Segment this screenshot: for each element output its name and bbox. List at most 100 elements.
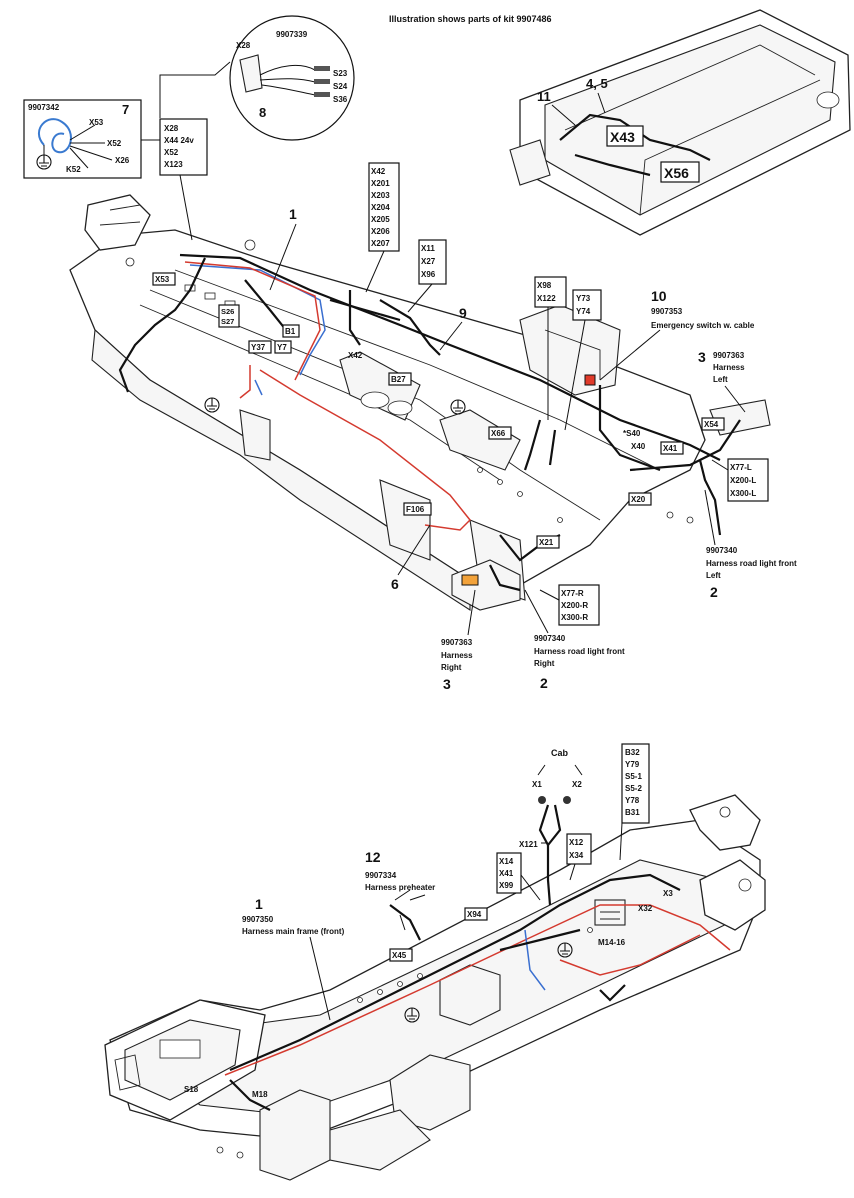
inset8-s24: S24 <box>333 82 348 91</box>
callout-3-right-pos: 3 <box>443 676 451 692</box>
svg-text:B27: B27 <box>391 375 406 384</box>
svg-text:Y78: Y78 <box>625 796 640 805</box>
callout-2-right-desc: Harness road light front <box>534 647 625 656</box>
callout-1-lower-kit: 9907350 <box>242 915 274 924</box>
svg-text:X44 24v: X44 24v <box>164 136 194 145</box>
inset7-x52: X52 <box>107 139 122 148</box>
callout-12-desc: Harness preheater <box>365 883 435 892</box>
svg-text:X98: X98 <box>537 281 552 290</box>
svg-text:S27: S27 <box>221 317 234 326</box>
svg-text:X52: X52 <box>164 148 179 157</box>
svg-text:X41: X41 <box>499 869 514 878</box>
svg-text:Y37: Y37 <box>251 343 266 352</box>
cab-x2: X2 <box>572 780 582 789</box>
svg-text:X14: X14 <box>499 857 514 866</box>
callout-1-lower-desc: Harness main frame (front) <box>242 927 345 936</box>
svg-text:X77-R: X77-R <box>561 589 584 598</box>
svg-text:Y79: Y79 <box>625 760 640 769</box>
svg-text:X53: X53 <box>155 275 170 284</box>
label-group-x77r: X77-R X200-R X300-R <box>539 584 600 626</box>
inset8-pos: 8 <box>259 105 266 120</box>
svg-text:S5-1: S5-1 <box>625 772 642 781</box>
callout-6: 6 <box>391 576 399 592</box>
callout-2-left-pos: 2 <box>710 584 718 600</box>
cab-x1: X1 <box>532 780 542 789</box>
svg-text:*S40: *S40 <box>623 429 641 438</box>
svg-text:X204: X204 <box>371 203 390 212</box>
inset8-s36: S36 <box>333 95 348 104</box>
svg-text:X21: X21 <box>539 538 554 547</box>
svg-text:X77-L: X77-L <box>730 463 752 472</box>
svg-text:B31: B31 <box>625 808 640 817</box>
inset8-s23: S23 <box>333 69 348 78</box>
svg-text:M14-16: M14-16 <box>598 938 626 947</box>
lower-connector-labels: X94 X45 X3 X32 M14-16 M18 S18 <box>184 889 673 1099</box>
svg-text:X200-R: X200-R <box>561 601 588 610</box>
svg-text:Y74: Y74 <box>576 307 591 316</box>
svg-text:M18: M18 <box>252 1090 268 1099</box>
callout-1-lower-pos: 1 <box>255 896 263 912</box>
label-group-y73: Y73 Y74 <box>564 289 602 431</box>
label-group-x14: X14 X41 X99 <box>496 852 541 901</box>
svg-text:S5-2: S5-2 <box>625 784 642 793</box>
kit-inset-7: 9907342 7 X53 X52 X26 K52 <box>23 99 142 179</box>
svg-text:X32: X32 <box>638 904 653 913</box>
tank-pos-45: 4, 5 <box>586 76 608 91</box>
svg-text:F106: F106 <box>406 505 425 514</box>
inset7-k52: K52 <box>66 165 81 174</box>
callout-3-right-kit: 9907363 <box>441 638 473 647</box>
svg-text:S26: S26 <box>221 307 234 316</box>
callout-3-left-pos: 3 <box>698 349 706 365</box>
cab-connector: Cab X1 X2 X121 <box>519 748 583 849</box>
svg-text:X28: X28 <box>164 124 179 133</box>
cab-x121: X121 <box>519 840 538 849</box>
callout-10-kit: 9907353 <box>651 307 683 316</box>
label-group-x77l: X77-L X200-L X300-L <box>711 458 769 502</box>
callout-1-upper: 1 <box>289 206 297 222</box>
inset8-kit: 9907339 <box>276 30 308 39</box>
svg-text:X206: X206 <box>371 227 390 236</box>
upper-callouts: 1 9 6 10 9907353 Emergency switch w. cab… <box>269 206 797 692</box>
callout-3-left-desc1: Harness <box>713 363 745 372</box>
tank-x56: X56 <box>664 165 689 181</box>
svg-text:X41: X41 <box>663 444 678 453</box>
lower-callouts: 12 9907334 Harness preheater 1 9907350 H… <box>242 849 435 1021</box>
svg-text:X205: X205 <box>371 215 390 224</box>
svg-text:X42: X42 <box>371 167 386 176</box>
svg-text:X207: X207 <box>371 239 390 248</box>
callout-2-right-side: Right <box>534 659 555 668</box>
svg-text:X3: X3 <box>663 889 673 898</box>
callout-3-right-desc1: Harness <box>441 651 473 660</box>
kit-caption: Illustration shows parts of kit 9907486 <box>389 14 552 24</box>
upper-harness-wires <box>118 253 741 592</box>
svg-text:Y7: Y7 <box>277 343 287 352</box>
tank-inset: 11 4, 5 X43 X56 <box>509 9 851 236</box>
callout-2-left-kit: 9907340 <box>706 546 738 555</box>
lower-frame <box>104 794 766 1181</box>
svg-text:X94: X94 <box>467 910 482 919</box>
svg-text:X99: X99 <box>499 881 514 890</box>
svg-text:X123: X123 <box>164 160 183 169</box>
callout-2-right-pos: 2 <box>540 675 548 691</box>
inset8-x28: X28 <box>236 41 251 50</box>
svg-text:X34: X34 <box>569 851 584 860</box>
callout-10-pos: 10 <box>651 288 667 304</box>
callout-3-left-kit: 9907363 <box>713 351 745 360</box>
svg-text:X300-L: X300-L <box>730 489 756 498</box>
kit-inset-8: 9907339 X28 8 S23 S24 S36 <box>159 15 355 141</box>
svg-text:X11: X11 <box>421 244 435 253</box>
svg-text:X54: X54 <box>704 420 719 429</box>
inset7-pos: 7 <box>122 102 129 117</box>
svg-text:B32: B32 <box>625 748 640 757</box>
svg-text:B1: B1 <box>285 327 296 336</box>
callout-2-right-kit: 9907340 <box>534 634 566 643</box>
svg-text:S18: S18 <box>184 1085 199 1094</box>
callout-2-left-side: Left <box>706 571 721 580</box>
label-group-b32: B32 Y79 S5-1 S5-2 Y78 B31 <box>619 743 650 861</box>
callout-9: 9 <box>459 305 467 321</box>
label-group-x12: X12 X34 <box>566 833 592 881</box>
svg-text:X40: X40 <box>631 442 646 451</box>
svg-text:X200-L: X200-L <box>730 476 756 485</box>
svg-text:X201: X201 <box>371 179 390 188</box>
